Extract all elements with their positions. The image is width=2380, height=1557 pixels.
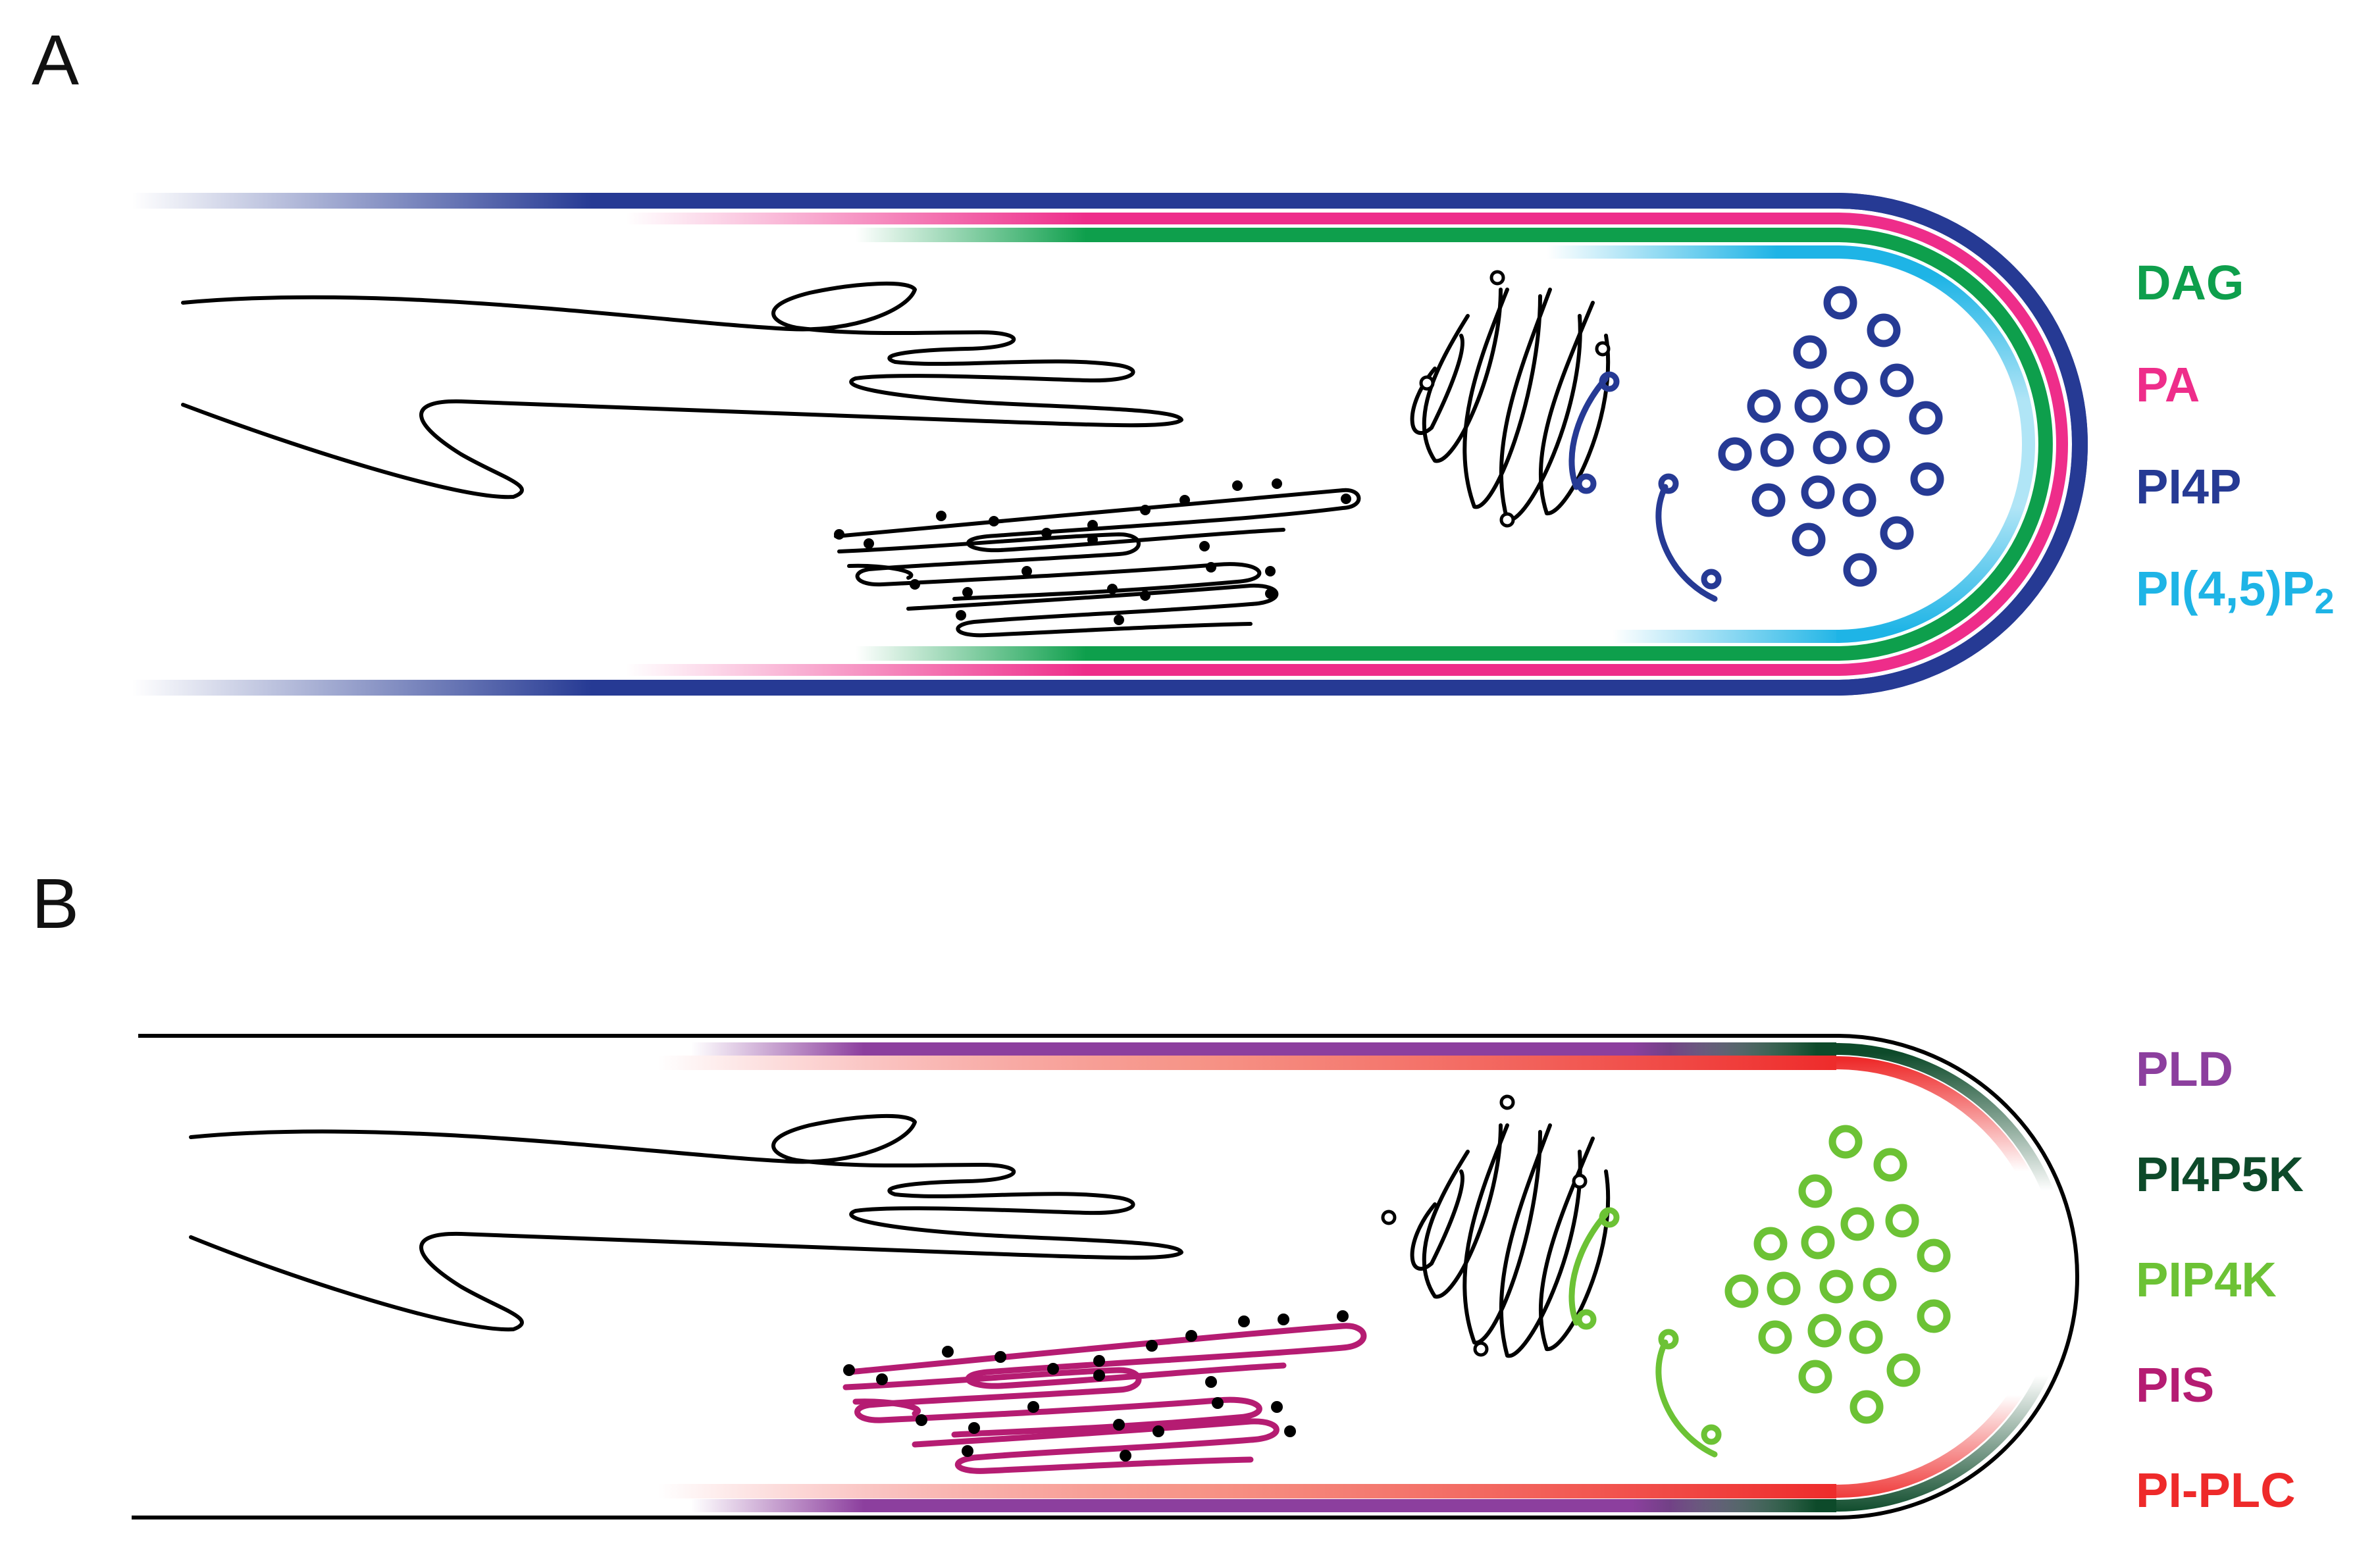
membrane-pi4p: [132, 193, 2088, 696]
legend-pi4p5k: PI4P5K: [2136, 1147, 2304, 1202]
membrane-pa: [625, 213, 2068, 676]
secretory-vesicles-b: [1724, 1125, 1951, 1424]
secretory-vesicles-a: [1718, 286, 1944, 587]
membrane-dag: [856, 228, 2053, 661]
legend-pa: PA: [2136, 357, 2200, 412]
membrane-pi-plc: [658, 1056, 2057, 1498]
legend-a: DAG PA PI4P PI(4,5)P2: [2136, 255, 2334, 621]
membrane-pip2: [1547, 245, 2035, 643]
endoplasmic-reticulum-pis: [842, 1310, 1367, 1474]
legend-pip2: PI(4,5)P2: [2136, 561, 2334, 621]
golgi-stack-b: [1381, 1094, 1611, 1358]
legend-pld: PLD: [2136, 1042, 2233, 1096]
legend-b: PLD PI4P5K PIP4K PIS PI-PLC: [2136, 1042, 2304, 1518]
legend-pi4p: PI4P: [2136, 459, 2241, 514]
golgi-stack: [1410, 270, 1611, 528]
legend-pi-plc: PI-PLC: [2136, 1463, 2296, 1518]
panel-letter-a: A: [32, 20, 79, 99]
tgn-vesicles-pi4p: [1568, 371, 1722, 602]
endoplasmic-reticulum: [834, 478, 1361, 638]
legend-pip2-label: PI(4,5)P: [2136, 561, 2314, 616]
panel-letter-b: B: [32, 863, 79, 943]
legend-pip2-subscript: 2: [2314, 582, 2334, 621]
tgn-vesicles-pip4k: [1568, 1207, 1722, 1458]
legend-pis: PIS: [2136, 1358, 2214, 1412]
panel-a: A: [32, 20, 2334, 696]
legend-dag: DAG: [2136, 255, 2244, 310]
panel-b: B: [32, 863, 2304, 1519]
vacuole-outline: [181, 281, 1183, 499]
tube-outline-b: [132, 1034, 2079, 1519]
legend-pip4k: PIP4K: [2136, 1252, 2277, 1307]
membrane-pi4p5k: [1632, 1042, 2071, 1512]
vacuole-outline-b: [189, 1113, 1183, 1332]
